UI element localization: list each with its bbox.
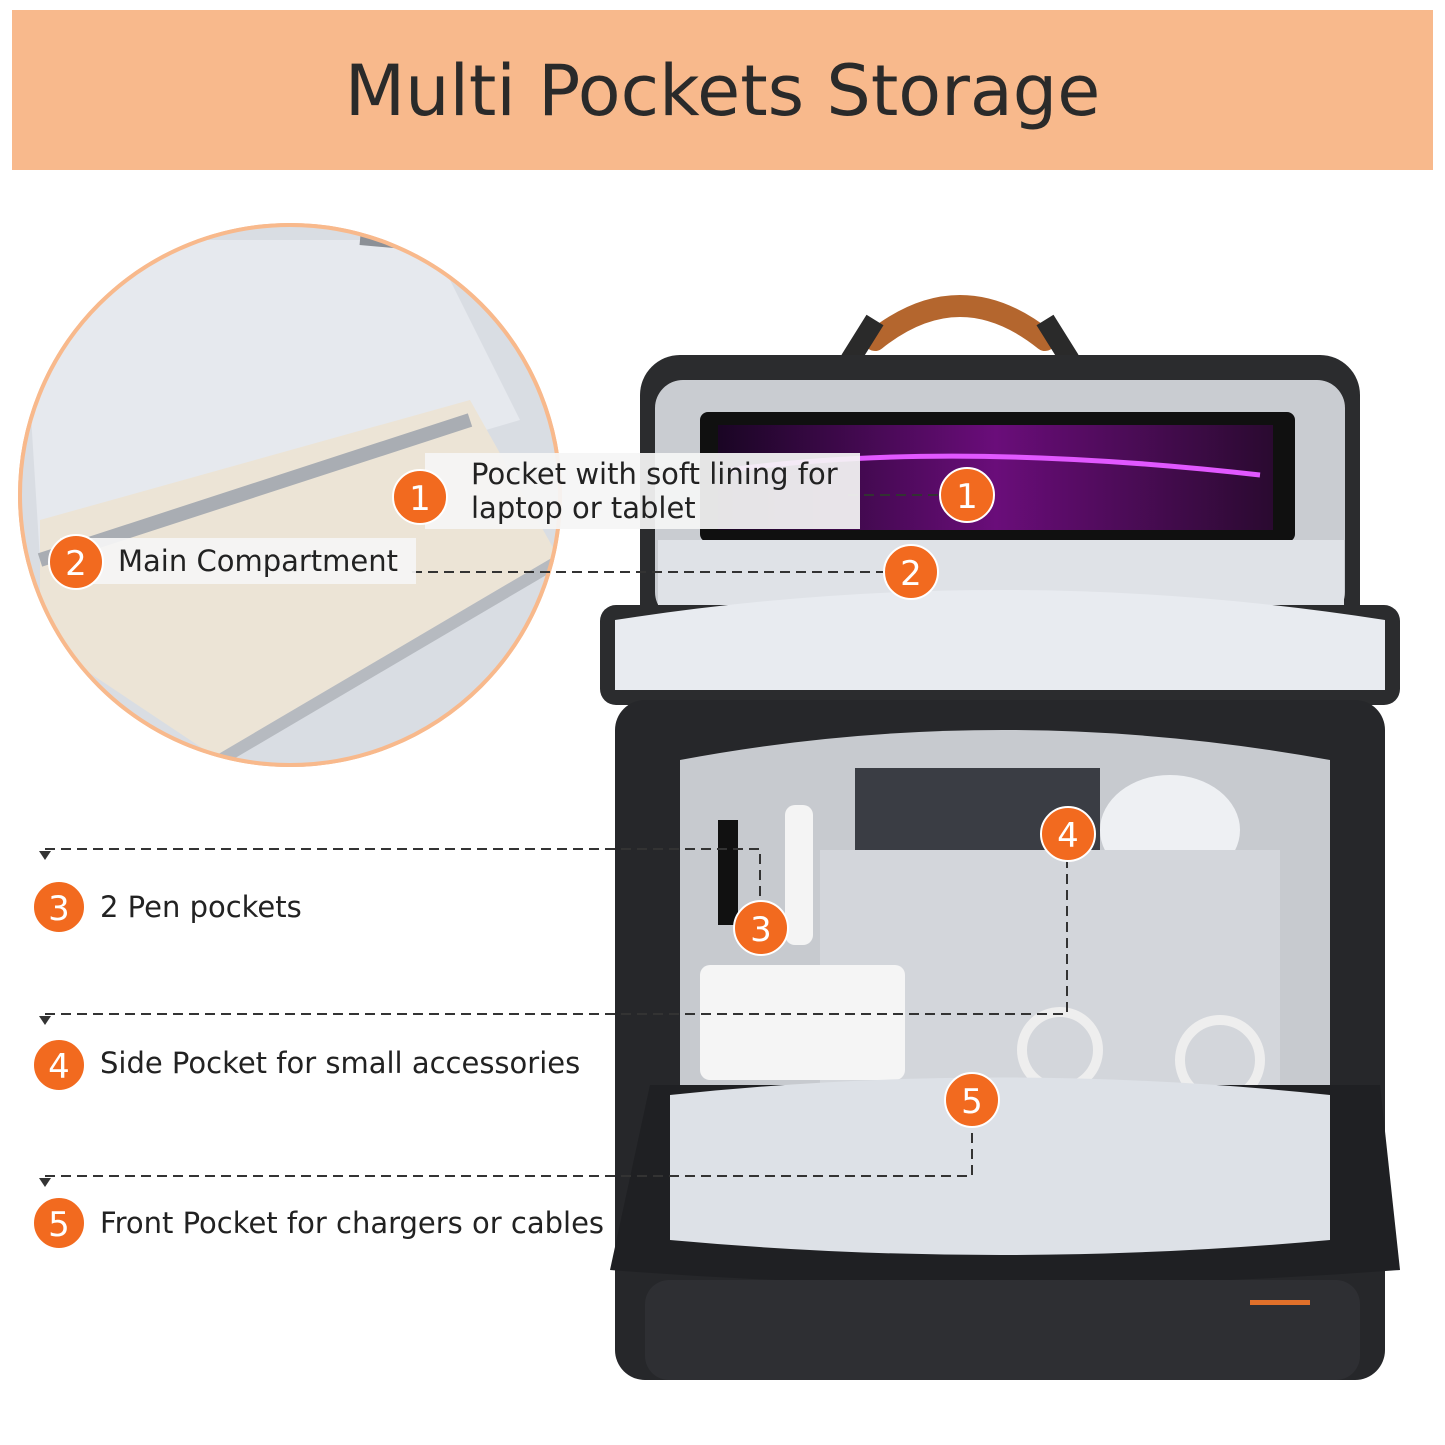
feature-2-badge: 2 bbox=[48, 534, 104, 590]
feature-1-line2: laptop or tablet bbox=[471, 491, 696, 525]
feature-5-label: Front Pocket for chargers or cables bbox=[100, 1206, 605, 1240]
title-banner: Multi Pockets Storage bbox=[12, 10, 1433, 170]
feature-4-badge: 4 bbox=[32, 1038, 86, 1092]
feature-4-label: Side Pocket for small accessories bbox=[100, 1046, 581, 1080]
feature-2-marker: 2 bbox=[883, 544, 939, 600]
feature-4-marker: 4 bbox=[1040, 806, 1096, 862]
callout-lines bbox=[45, 494, 1068, 1177]
feature-5-marker: 5 bbox=[944, 1072, 1000, 1128]
feature-3-label: 2 Pen pockets bbox=[100, 890, 302, 924]
bag-graphic bbox=[600, 295, 1400, 1380]
feature-1-marker: 1 bbox=[939, 467, 995, 523]
feature-1-badge: 1 bbox=[392, 469, 448, 525]
feature-2-label: Main Compartment bbox=[60, 538, 417, 584]
feature-5-badge: 5 bbox=[32, 1196, 86, 1250]
feature-3-marker: 3 bbox=[733, 900, 789, 956]
page-title: Multi Pockets Storage bbox=[344, 50, 1101, 132]
callout-arrows bbox=[39, 851, 51, 1187]
feature-3-badge: 3 bbox=[32, 880, 86, 934]
feature-1-line1: Pocket with soft lining for bbox=[471, 457, 838, 491]
feature-1-label: Pocket with soft lining for laptop or ta… bbox=[425, 453, 860, 529]
